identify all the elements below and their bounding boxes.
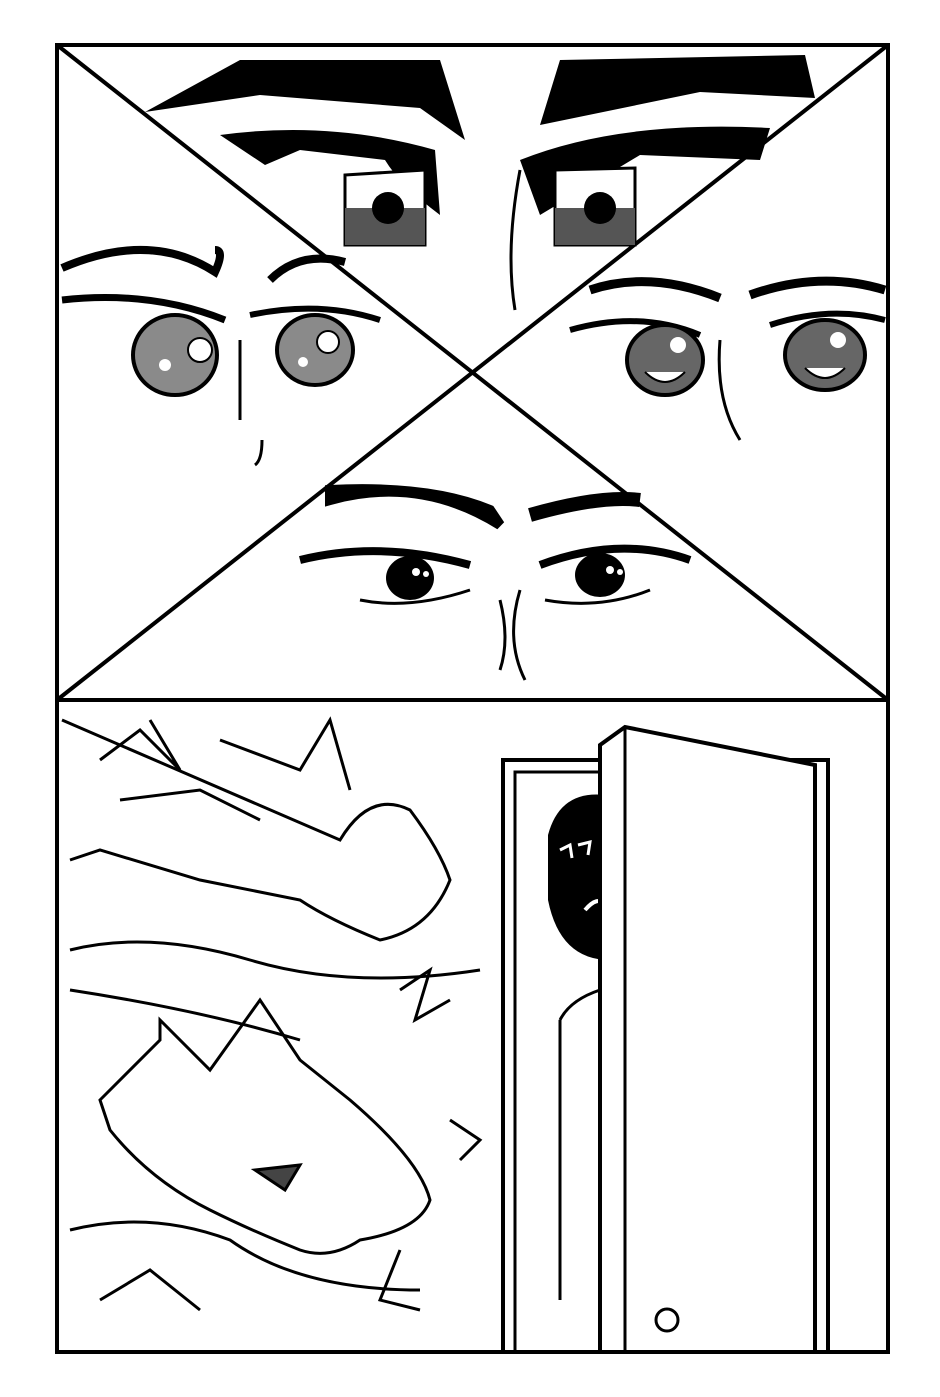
peeking-person	[548, 794, 610, 1300]
eyes-left	[60, 245, 381, 467]
eyes-top	[145, 55, 815, 311]
eyes-right	[569, 276, 887, 441]
eyes-bottom	[299, 484, 692, 681]
open-door[interactable]	[598, 724, 817, 1354]
door-knob[interactable]	[654, 1307, 680, 1333]
bottom-panel	[55, 698, 890, 1354]
dragons	[61, 716, 483, 1312]
